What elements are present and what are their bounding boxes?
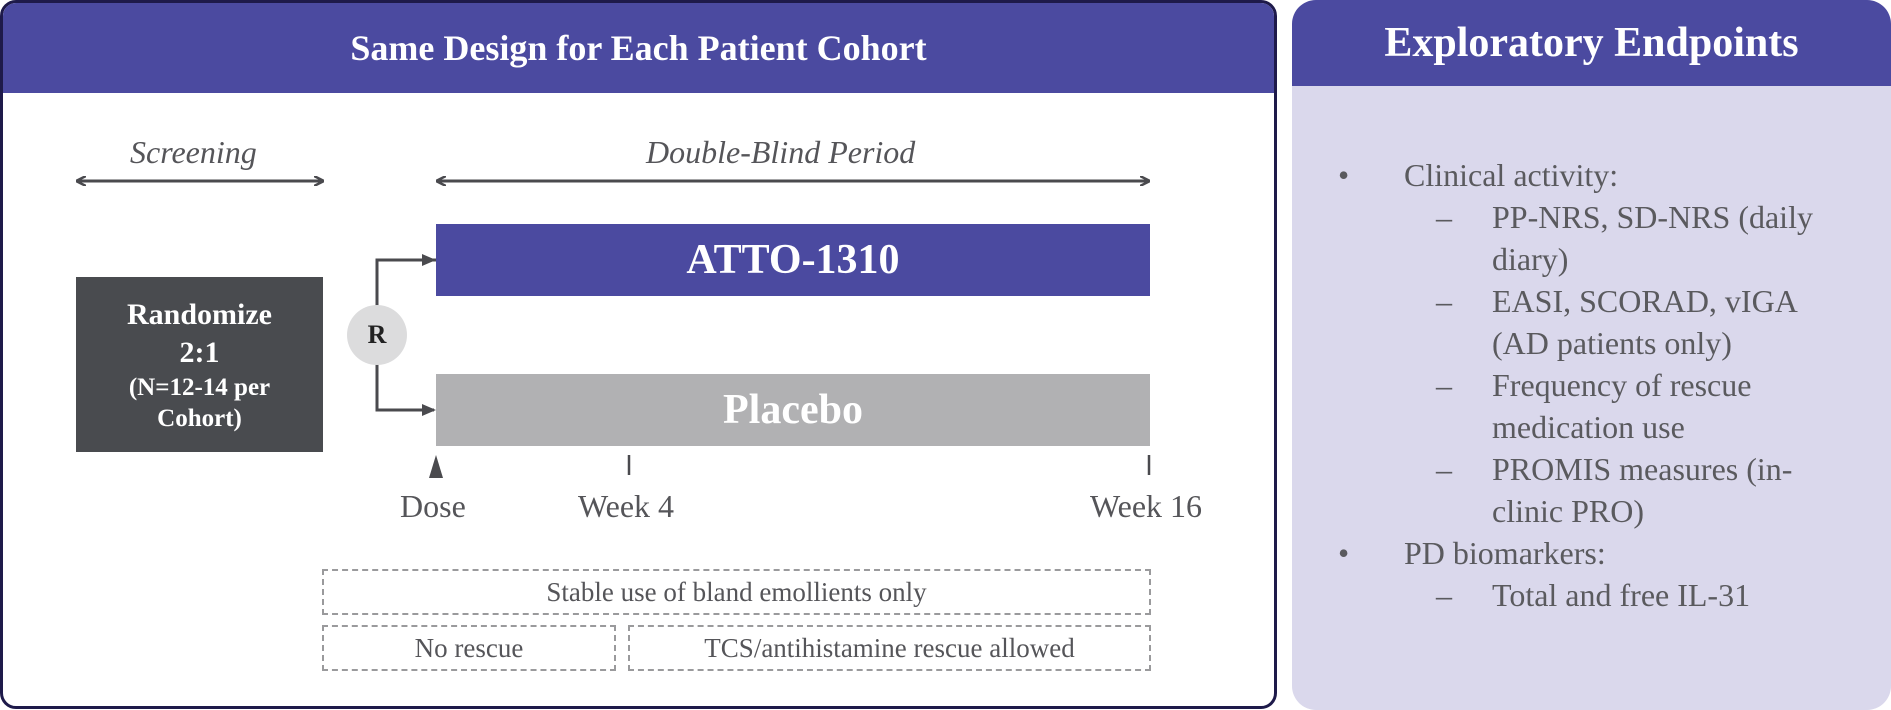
randomize-cohort: Cohort) bbox=[157, 404, 242, 432]
placebo-arm-bar: Placebo bbox=[436, 374, 1150, 446]
endpoint-item-line: Frequency of rescue bbox=[1492, 367, 1752, 403]
endpoint-item-line: medication use bbox=[1492, 409, 1685, 445]
endpoint-item: – EASI, SCORAD, vIGA (AD patients only) bbox=[1320, 280, 1863, 364]
endpoint-item-line: PP-NRS, SD-NRS (daily bbox=[1492, 199, 1813, 235]
study-design-title: Same Design for Each Patient Cohort bbox=[3, 3, 1274, 93]
endpoint-item: – PROMIS measures (in- clinic PRO) bbox=[1320, 448, 1863, 532]
randomize-n: (N=12-14 per bbox=[128, 373, 271, 401]
no-rescue-note: No rescue bbox=[322, 625, 616, 671]
randomize-line1: Randomize bbox=[127, 297, 272, 331]
endpoint-section: • Clinical activity: bbox=[1320, 154, 1863, 196]
endpoint-item: – Total and free IL-31 bbox=[1320, 574, 1863, 616]
endpoint-item-line: EASI, SCORAD, vIGA bbox=[1492, 283, 1798, 319]
endpoint-item: – PP-NRS, SD-NRS (daily diary) bbox=[1320, 196, 1863, 280]
endpoint-item-line: Total and free IL-31 bbox=[1492, 577, 1751, 613]
dash: – bbox=[1436, 283, 1452, 319]
week4-label: Week 4 bbox=[578, 488, 675, 524]
treatment-arm-bar: ATTO-1310 bbox=[436, 224, 1150, 296]
week16-label: Week 16 bbox=[1090, 488, 1203, 524]
dose-label: Dose bbox=[400, 488, 466, 524]
randomization-node: R bbox=[347, 305, 407, 365]
endpoint-item-line: (AD patients only) bbox=[1492, 325, 1732, 361]
dash: – bbox=[1436, 451, 1452, 487]
rescue-allowed-note: TCS/antihistamine rescue allowed bbox=[628, 625, 1151, 671]
double-blind-label: Double-Blind Period bbox=[646, 134, 916, 170]
endpoint-item: – Frequency of rescue medication use bbox=[1320, 364, 1863, 448]
bullet: • bbox=[1338, 535, 1350, 571]
dash: – bbox=[1436, 367, 1452, 403]
endpoint-item-line: diary) bbox=[1492, 241, 1569, 277]
dash: – bbox=[1436, 199, 1452, 235]
bullet: • bbox=[1338, 157, 1350, 193]
dose-marker bbox=[429, 455, 443, 478]
randomize-box: Randomize 2:1 (N=12-14 per Cohort) bbox=[76, 277, 323, 452]
randomize-ratio: 2:1 bbox=[179, 335, 220, 369]
exploratory-endpoints-title: Exploratory Endpoints bbox=[1292, 0, 1891, 86]
screening-label: Screening bbox=[130, 134, 257, 170]
endpoint-section: • PD biomarkers: bbox=[1320, 532, 1863, 574]
section-label: Clinical activity: bbox=[1404, 157, 1619, 193]
endpoint-item-line: clinic PRO) bbox=[1492, 493, 1644, 529]
endpoint-item-line: PROMIS measures (in- bbox=[1492, 451, 1793, 487]
endpoints-list: • Clinical activity: – PP-NRS, SD-NRS (d… bbox=[1320, 154, 1863, 616]
exploratory-endpoints-panel: Exploratory Endpoints • Clinical activit… bbox=[1292, 0, 1891, 710]
section-label: PD biomarkers: bbox=[1404, 535, 1606, 571]
emollients-note: Stable use of bland emollients only bbox=[322, 569, 1151, 615]
dash: – bbox=[1436, 577, 1452, 613]
